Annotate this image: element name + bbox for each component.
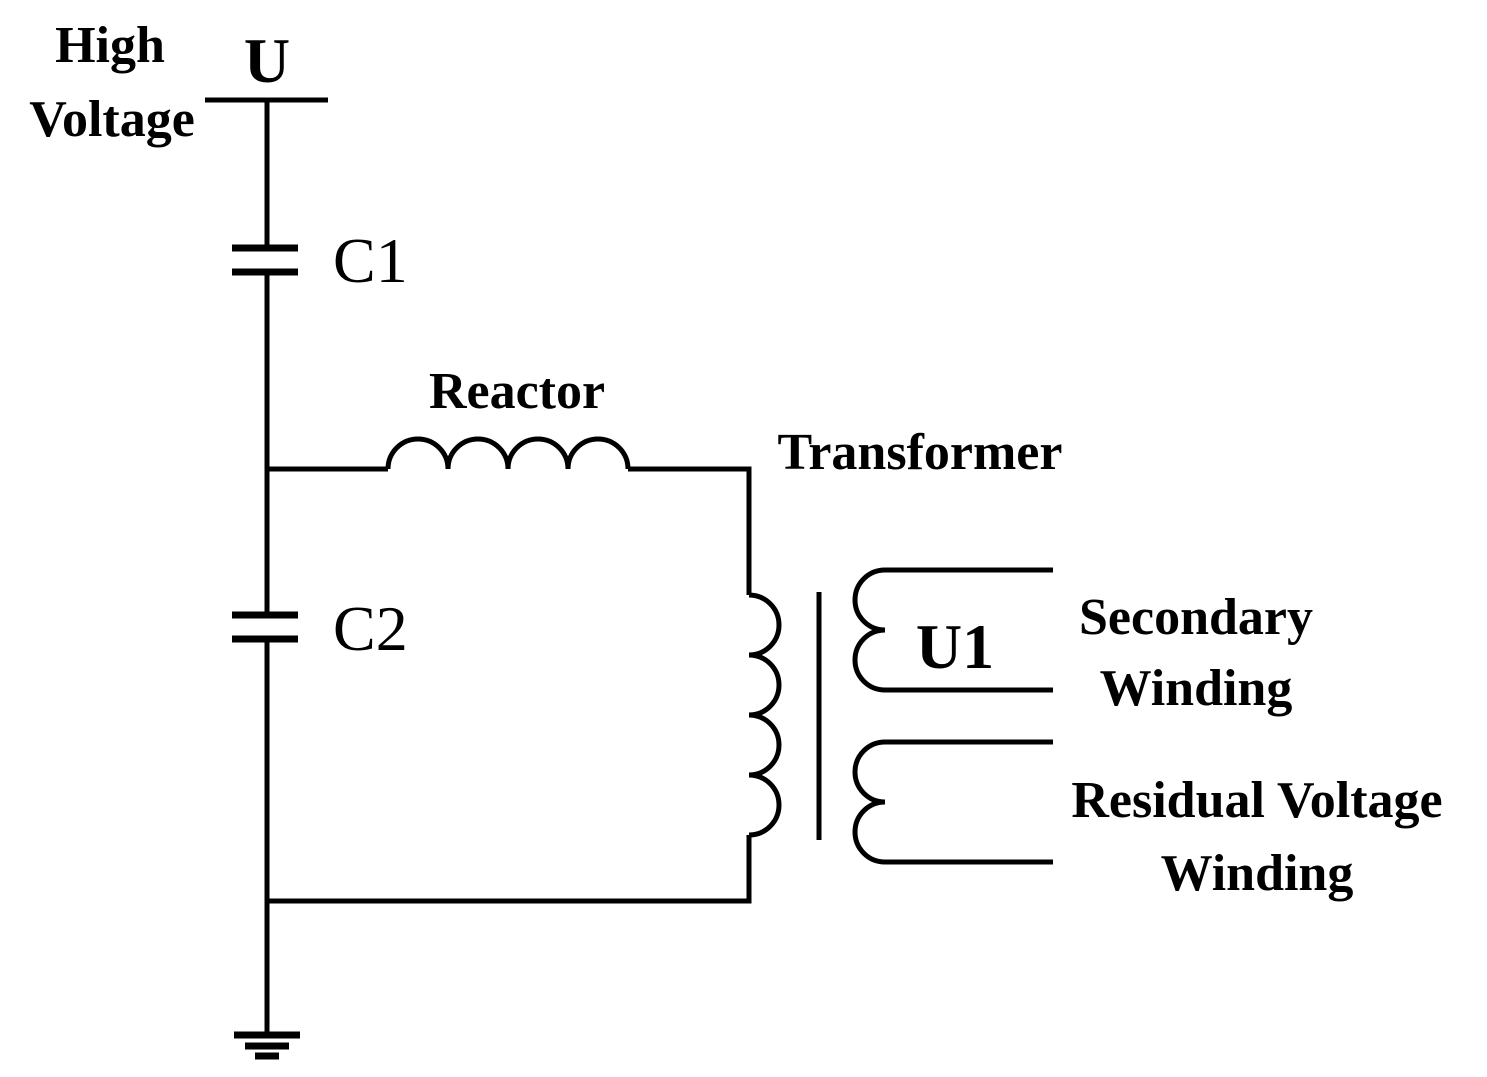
label-terminal-u: U xyxy=(244,25,290,96)
label-reactor: Reactor xyxy=(429,363,605,420)
residual-winding-symbol xyxy=(852,739,1053,865)
transformer-primary-coil xyxy=(748,592,782,838)
wire-transformer-return xyxy=(267,835,752,904)
label-transformer: Transformer xyxy=(778,424,1063,481)
label-capacitor-c2: C2 xyxy=(333,593,408,664)
reactor-coil-symbol xyxy=(385,436,631,470)
wire-reactor-to-transformer xyxy=(628,466,752,595)
label-secondary-line2: Winding xyxy=(1100,660,1293,717)
label-high-voltage-line1: High xyxy=(55,17,165,74)
label-residual-line1: Residual Voltage xyxy=(1071,772,1442,829)
label-output-u1: U1 xyxy=(916,611,994,682)
ground-icon xyxy=(234,1031,300,1060)
label-capacitor-c1: C1 xyxy=(333,225,408,296)
label-high-voltage-line2: Voltage xyxy=(29,91,195,148)
capacitor-c1-symbol xyxy=(232,244,298,276)
secondary-winding-symbol xyxy=(852,567,1053,693)
label-secondary-line1: Secondary xyxy=(1079,589,1313,646)
capacitor-c2-symbol xyxy=(232,611,298,643)
label-residual-line2: Winding xyxy=(1161,845,1354,902)
